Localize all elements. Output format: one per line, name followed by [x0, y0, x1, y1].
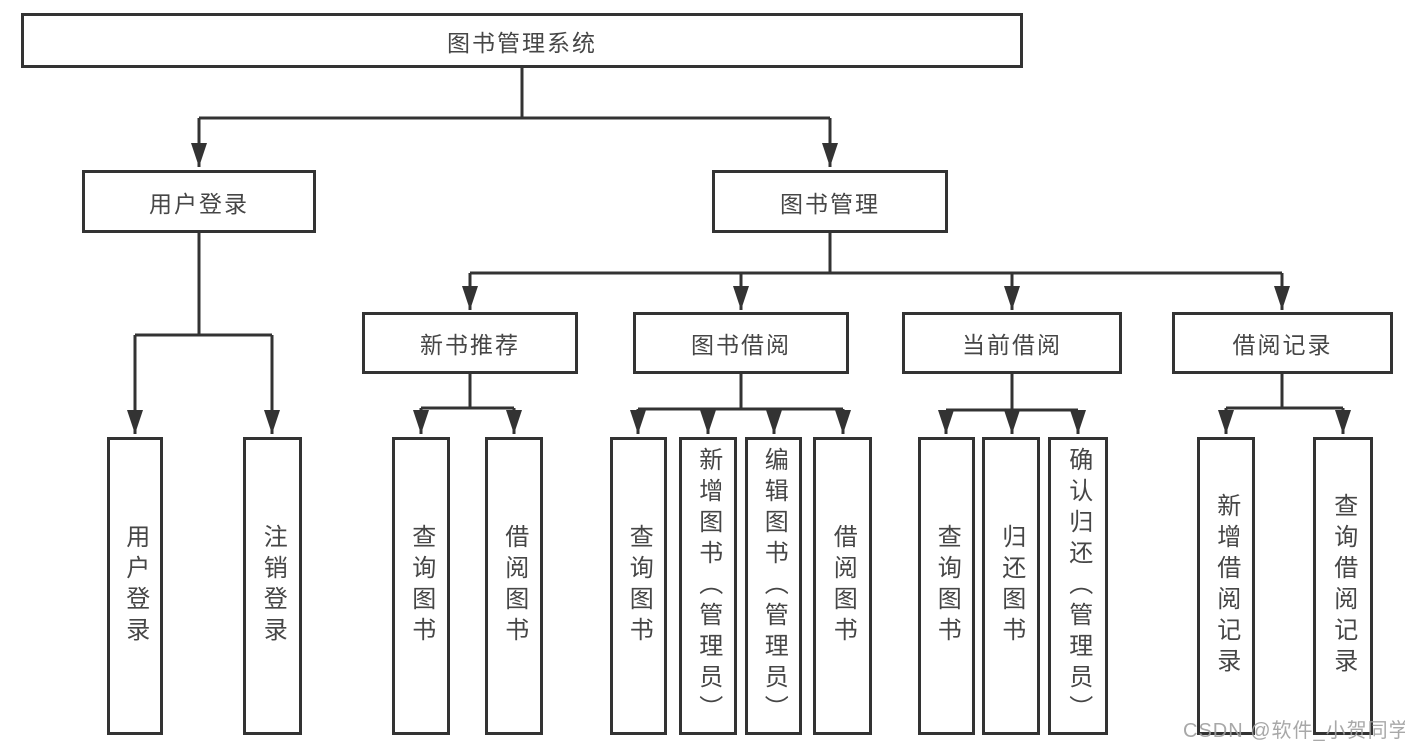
- leaf-borrow-books: 借阅图书: [813, 437, 872, 735]
- node-new-book-recommend: 新书推荐: [362, 312, 578, 374]
- node-root-system: 图书管理系统: [21, 13, 1023, 68]
- leaf-user-login: 用户登录: [107, 437, 163, 735]
- leaf-query-books: 查询图书: [918, 437, 975, 735]
- leaf-add-borrow-record: 新增借阅记录: [1197, 437, 1255, 735]
- leaf-borrow-books: 借阅图书: [485, 437, 543, 735]
- leaf-return-books: 归还图书: [982, 437, 1040, 735]
- leaf-confirm-return-admin: 确认归还（管理员）: [1048, 437, 1108, 735]
- arrow-connectors: [127, 118, 1351, 434]
- watermark: CSDN @软件_小贺同学: [1183, 720, 1405, 742]
- leaf-edit-books-admin: 编辑图书（管理员）: [745, 437, 802, 735]
- connector-line: [135, 68, 1343, 412]
- node-current-borrow: 当前借阅: [902, 312, 1122, 374]
- leaf-query-books: 查询图书: [610, 437, 667, 735]
- node-borrow-records: 借阅记录: [1172, 312, 1393, 374]
- leaf-query-borrow-record: 查询借阅记录: [1313, 437, 1373, 735]
- leaf-logout: 注销登录: [243, 437, 302, 735]
- node-user-login: 用户登录: [82, 170, 316, 233]
- leaf-add-books-admin: 新增图书（管理员）: [679, 437, 737, 735]
- leaf-query-books: 查询图书: [392, 437, 450, 735]
- node-book-management: 图书管理: [712, 170, 948, 233]
- node-book-borrow: 图书借阅: [633, 312, 849, 374]
